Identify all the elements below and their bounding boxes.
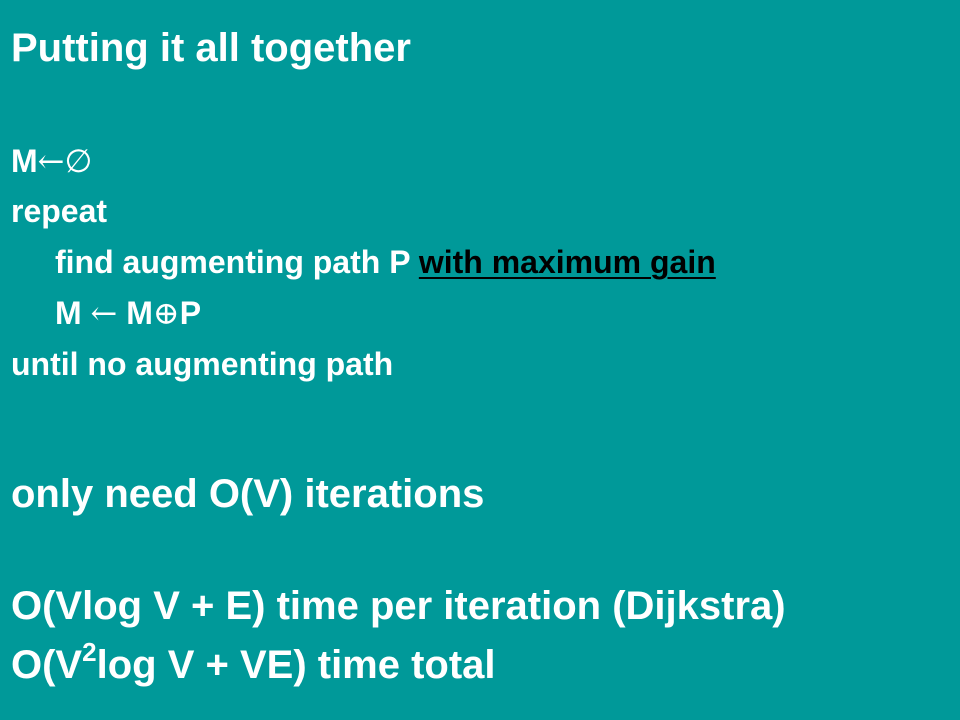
update-lhs: M [55, 295, 91, 331]
xor-symbol-icon: ⊕ [152, 294, 180, 332]
update-rhs-p: P [179, 295, 202, 331]
total-time-bullet: O(V2log V + VE) time total [11, 639, 496, 687]
total-exponent: 2 [82, 637, 97, 667]
total-suffix: log V + VE) time total [96, 643, 496, 687]
find-text: find augmenting path P [55, 244, 419, 280]
empty-set-symbol: ∅ [64, 142, 93, 180]
per-iteration-bullet: O(Vlog V + E) time per iteration (Dijkst… [11, 584, 786, 628]
update-rhs-m: M [117, 295, 153, 331]
algorithm-update-line: M ← M⊕P [55, 297, 201, 329]
max-gain-highlight: with maximum gain [418, 244, 716, 280]
left-arrow-icon: ← [90, 294, 118, 332]
total-prefix: O(V [11, 643, 83, 687]
slide-title: Putting it all together [11, 26, 411, 70]
algorithm-repeat-line: repeat [11, 193, 108, 229]
algorithm-init-line: M←∅ [11, 145, 92, 177]
iterations-bullet: only need O(V) iterations [11, 472, 485, 516]
init-lhs: M [11, 143, 38, 179]
left-arrow-icon: ← [37, 142, 65, 180]
algorithm-until-line: until no augmenting path [11, 346, 394, 382]
algorithm-find-line: find augmenting path P with maximum gain [55, 246, 716, 278]
